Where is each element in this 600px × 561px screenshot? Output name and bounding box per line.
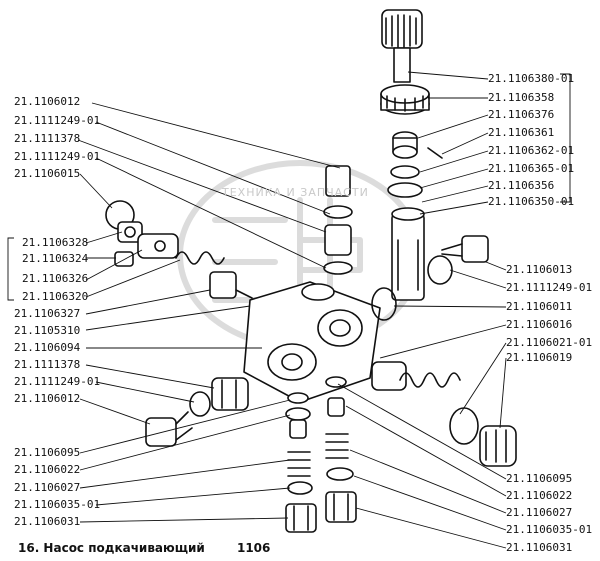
ring-bottom-l [287,481,313,495]
part-label: 21.1111249-01 [14,375,101,388]
cylinder-sleeve [391,207,425,301]
part-label: 21.1106361 [488,126,555,139]
part-label: 21.1111378 [14,132,81,145]
part-label: 21.1106027 [506,506,573,519]
o-ring-right [371,287,397,321]
o-ring-top-1 [390,165,420,179]
caption-text: 16. Насос подкачивающий [18,541,205,555]
part-label: 21.1106019 [506,351,573,364]
part-label: 21.1105310 [14,324,81,337]
part-label: 21.1111378 [14,358,81,371]
part-label: 21.1106015 [14,167,81,180]
bolt-left [145,411,193,447]
part-label: 21.1106011 [506,300,573,313]
part-label: 21.1106095 [14,446,81,459]
banjo-bolt-right [441,235,489,263]
figure-caption: 16. Насос подкачивающий 1106 [18,541,298,555]
part-label: 21.1106012 [14,392,81,405]
plug-bottom-l [285,503,317,533]
part-label: 21.1106016 [506,318,573,331]
leader-lines [7,71,571,549]
pin-small [114,251,134,267]
part-label: 21.1106031 [14,515,81,528]
pin [427,147,443,159]
gasket-right [449,407,479,445]
washer-left [189,391,211,417]
top-fitting [323,165,353,275]
pusher-rod [209,271,253,299]
plug-right [479,425,517,467]
part-label: 21.1106326 [22,272,89,285]
part-label: 21.1106376 [488,108,555,121]
part-label: 21.1111249-01 [14,114,101,127]
part-label: 21.1106027 [14,481,81,494]
part-label: 21.1106365-01 [488,162,575,175]
spring-left [175,251,225,265]
spring-right [399,372,461,388]
watermark-text: ТЕХНИКА И ЗАПЧАСТИ [222,186,369,199]
plunger [137,233,179,259]
part-label: 21.1106021-01 [506,336,593,349]
nut-left [211,377,249,411]
plug-bottom-r [325,491,357,523]
hand-primer-knob [381,9,423,83]
part-label: 21.1106356 [488,179,555,192]
valve-ring-r1 [325,376,347,388]
part-label: 21.1111249-01 [506,281,593,294]
part-label: 21.1106380-01 [488,72,575,85]
caption-code: 1106 [236,541,271,555]
ring-bottom-r [326,467,354,481]
part-label: 21.1106022 [14,463,81,476]
small-washer-1 [392,131,418,159]
valve-l [289,419,307,439]
part-label: 21.1106327 [14,307,81,320]
part-label: 21.1106035-01 [506,523,593,536]
spring-bottom-r [325,433,349,459]
part-label: 21.1106358 [488,91,555,104]
part-label: 21.1106328 [22,236,89,249]
part-label: 21.1106350-01 [488,195,575,208]
o-ring-top-2 [387,182,423,198]
valve-ring-l2 [285,407,311,421]
part-label: 21.1106012 [14,95,81,108]
cap-right [371,361,407,391]
knob-nut [380,84,430,115]
part-label: 21.1106095 [506,472,573,485]
washer-right [427,255,453,285]
pump-body [243,281,381,403]
part-label: 21.1106022 [506,489,573,502]
part-label: 21.1106013 [506,263,573,276]
valve-seat [117,221,143,243]
valve-r [327,397,345,417]
valve-ring-l1 [287,392,309,404]
part-label: 21.1106094 [14,341,81,354]
part-label: 21.1106035-01 [14,498,101,511]
part-label: 21.1106320 [22,290,89,303]
part-label: 21.1106362-01 [488,144,575,157]
spring-bottom-l [287,451,311,477]
part-label: 21.1106031 [506,541,573,554]
part-label: 21.1111249-01 [14,150,101,163]
part-label: 21.1106324 [22,252,89,265]
